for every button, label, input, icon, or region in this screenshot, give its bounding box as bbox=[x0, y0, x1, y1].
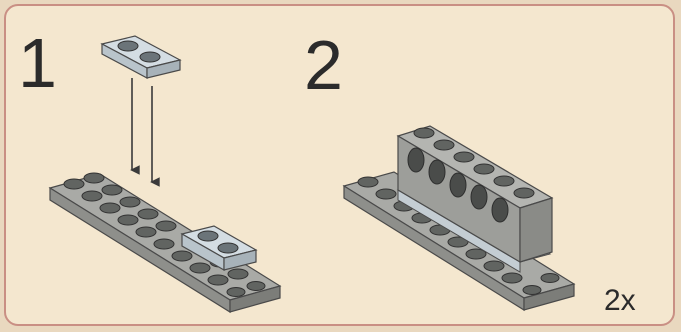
step-1-arrows bbox=[132, 78, 152, 182]
step-1-base-plate bbox=[50, 173, 280, 312]
step-1-small-plate bbox=[102, 36, 180, 78]
